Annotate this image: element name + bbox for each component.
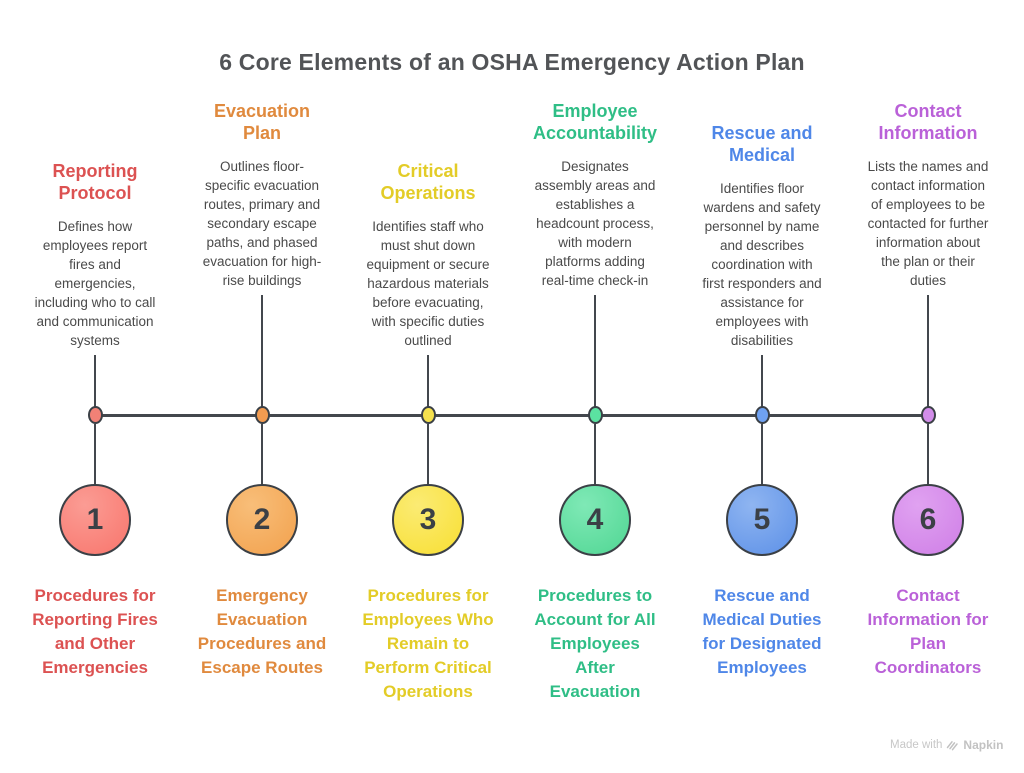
connector-lower xyxy=(260,424,264,485)
element-label: Procedures to Account for All Employees … xyxy=(534,586,656,701)
element-label: Contact Information for Plan Coordinator… xyxy=(867,586,989,677)
element-heading: Contact Information xyxy=(878,101,978,143)
timeline-line xyxy=(95,414,928,417)
element-heading: Reporting Protocol xyxy=(52,161,138,203)
connector-upper xyxy=(93,355,97,416)
element-label: Rescue and Medical Duties for Designated… xyxy=(702,586,822,677)
step-number: 5 xyxy=(753,503,771,536)
timeline-dot xyxy=(87,406,103,424)
step-number: 6 xyxy=(919,503,937,536)
element-label: Procedures for Reporting Fires and Other… xyxy=(32,586,158,677)
element-heading: Evacuation Plan xyxy=(213,101,311,143)
element-label: Procedures for Employees Who Remain to P… xyxy=(362,586,494,701)
step-number-circle: 2 xyxy=(226,484,298,556)
watermark-text: Made with xyxy=(890,739,943,751)
step-number: 1 xyxy=(86,503,104,536)
timeline-dot xyxy=(254,406,270,424)
step-number-circle: 3 xyxy=(392,484,464,556)
timeline-dot xyxy=(587,406,603,424)
connector-upper xyxy=(593,295,597,416)
watermark: Made with Napkin xyxy=(890,737,1003,753)
element-description: Identifies floor wardens and safety pers… xyxy=(702,181,822,348)
napkin-logo-icon xyxy=(946,739,959,752)
element-description: Defines how employees report fires and e… xyxy=(34,219,156,348)
timeline-dot xyxy=(754,406,770,424)
element-summary: Contact Information Lists the names and … xyxy=(843,100,1013,290)
connector-upper xyxy=(760,355,764,416)
element-description: Identifies staff who must shut down equi… xyxy=(366,219,490,348)
element-summary: Critical Operations Identifies staff who… xyxy=(343,160,513,350)
element-summary: Rescue and Medical Identifies floor ward… xyxy=(677,122,847,350)
connector-lower xyxy=(426,424,430,485)
step-number-circle: 4 xyxy=(559,484,631,556)
element-heading: Critical Operations xyxy=(380,161,476,203)
step-number-circle: 1 xyxy=(59,484,131,556)
watermark-brand: Napkin xyxy=(963,738,1004,752)
step-number-circle: 5 xyxy=(726,484,798,556)
connector-upper xyxy=(926,295,930,416)
diagram-title: 6 Core Elements of an OSHA Emergency Act… xyxy=(219,49,805,75)
step-number: 2 xyxy=(253,503,271,536)
element-heading: Employee Accountability xyxy=(532,101,657,143)
connector-lower xyxy=(926,424,930,485)
element-summary: Employee Accountability Designates assem… xyxy=(510,100,680,290)
connector-lower xyxy=(93,424,97,485)
element-summary: Evacuation Plan Outlines floor- specific… xyxy=(177,100,347,290)
connector-lower xyxy=(760,424,764,485)
timeline-dot xyxy=(920,406,936,424)
element-label: Emergency Evacuation Procedures and Esca… xyxy=(197,586,327,677)
connector-upper xyxy=(426,355,430,416)
timeline-dot xyxy=(420,406,436,424)
connector-upper xyxy=(260,295,264,416)
connector-lower xyxy=(593,424,597,485)
element-description: Outlines floor- specific evacuation rout… xyxy=(202,159,322,288)
element-summary: Reporting Protocol Defines how employees… xyxy=(10,160,180,350)
step-number: 4 xyxy=(586,503,604,536)
step-number: 3 xyxy=(419,503,437,536)
element-description: Designates assembly areas and establishe… xyxy=(534,159,656,288)
element-heading: Rescue and Medical xyxy=(711,123,813,165)
element-description: Lists the names and contact information … xyxy=(867,159,989,288)
step-number-circle: 6 xyxy=(892,484,964,556)
